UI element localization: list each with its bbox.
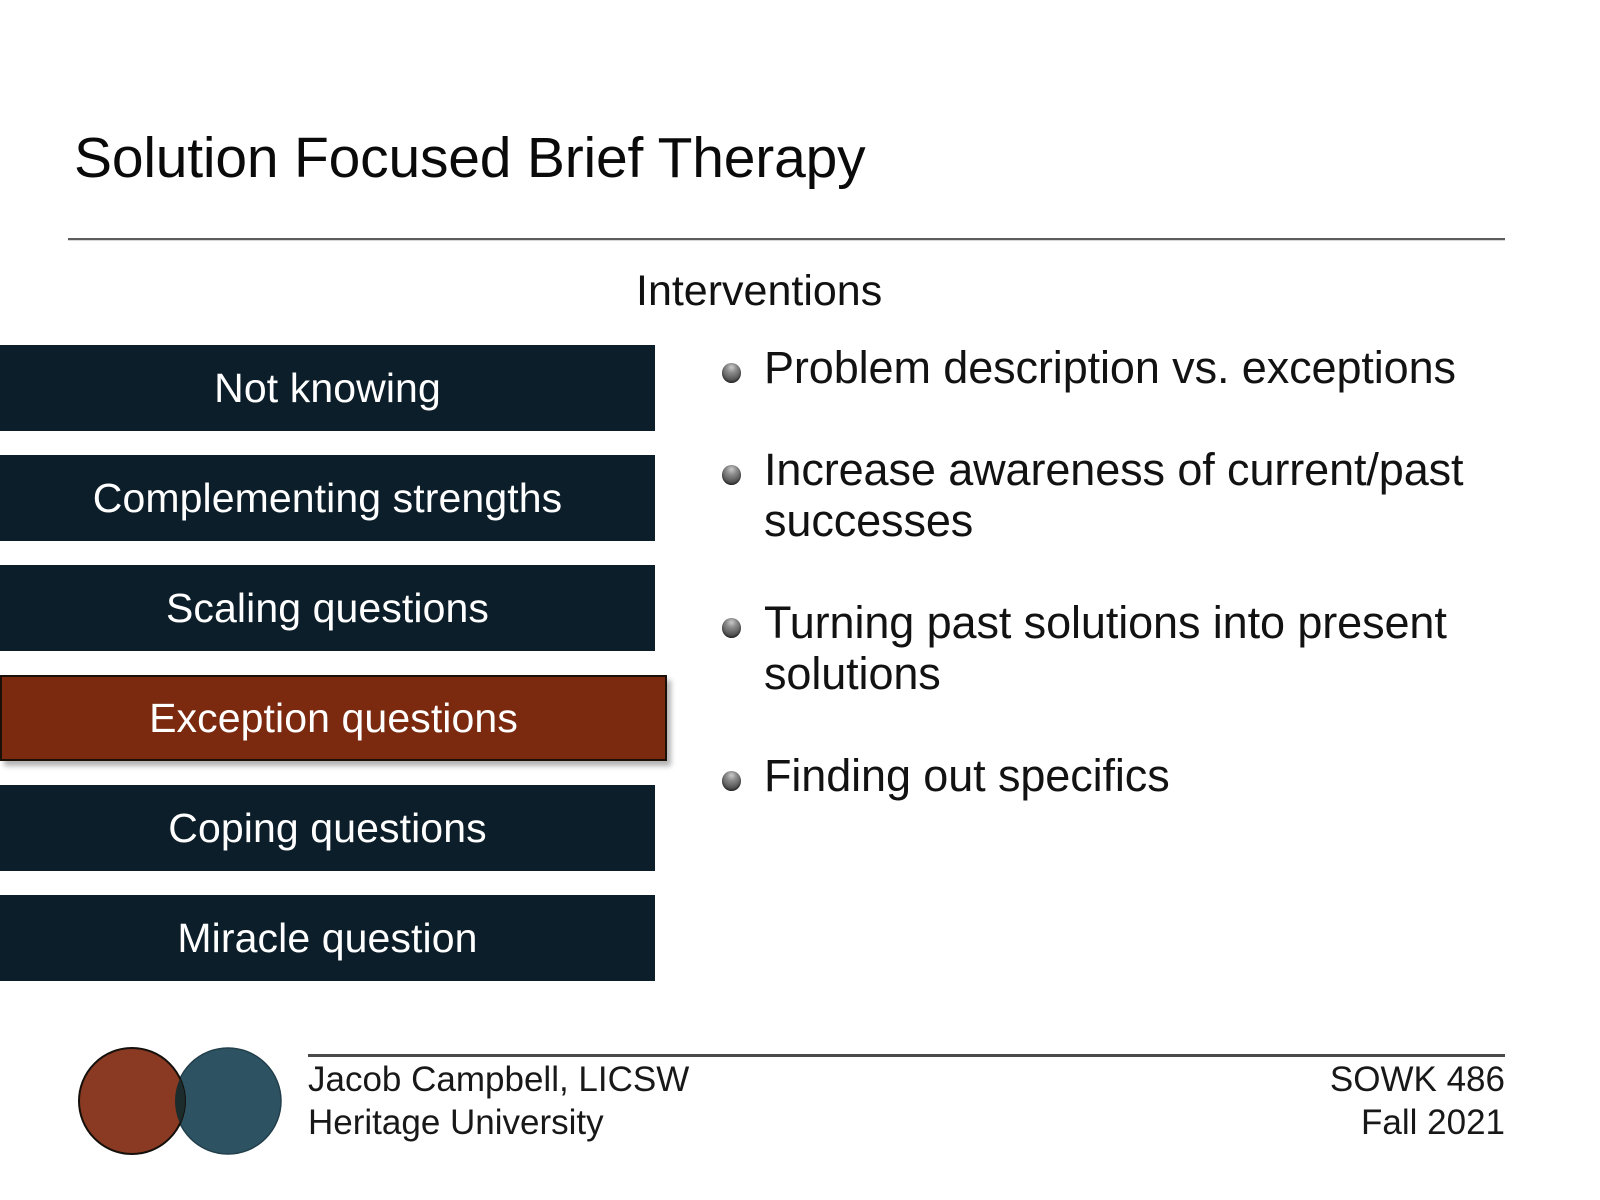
sphere-bullet-icon [722,465,741,486]
technique-label: Scaling questions [165,584,490,631]
title-divider [68,238,1505,240]
technique-box-miracle-question[interactable]: Miracle question [0,895,655,981]
list-item: Problem description vs. exceptions [722,342,1532,393]
technique-box-scaling-questions[interactable]: Scaling questions [0,565,655,651]
technique-box-coping-questions[interactable]: Coping questions [0,785,655,871]
technique-label: Not knowing [214,364,441,411]
interventions-bullet-list: Problem description vs. exceptions Incre… [722,342,1532,853]
technique-label: Miracle question [177,914,478,961]
sphere-bullet-icon [722,363,741,383]
technique-box-not-knowing[interactable]: Not knowing [0,345,655,431]
sphere-bullet-icon [722,618,741,639]
technique-label: Exception questions [149,694,518,741]
course-term: Fall 2021 [1361,1103,1505,1143]
course-code: SOWK 486 [1329,1060,1505,1099]
footer-course-block: SOWK 486 Fall 2021 [1330,1058,1505,1145]
list-item: Turning past solutions into present solu… [722,598,1532,699]
techniques-list: Not knowing Complementing strengths Scal… [0,345,672,1005]
presenter-name: Jacob Campbell, LICSW [308,1060,690,1099]
technique-label: Coping questions [168,804,487,851]
footer-divider [308,1054,1505,1057]
technique-box-complementing-strengths[interactable]: Complementing strengths [0,455,655,541]
technique-label: Complementing strengths [92,474,563,521]
page-title: Solution Focused Brief Therapy [74,126,866,190]
list-item: Increase awareness of current/past succe… [722,445,1532,546]
list-item: Finding out specifics [722,749,1532,801]
list-item-text: Turning past solutions into present solu… [764,597,1447,699]
section-heading-interventions: Interventions [636,267,883,315]
heritage-overlapping-circles-logo [72,1042,288,1160]
sphere-bullet-icon [722,770,741,791]
list-item-text: Increase awareness of current/past succe… [764,444,1464,546]
institution-name: Heritage University [308,1103,604,1143]
footer-presenter-block: Jacob Campbell, LICSW Heritage Universit… [308,1058,689,1145]
list-item-text: Finding out specifics [764,749,1170,801]
list-item-text: Problem description vs. exceptions [764,342,1456,393]
technique-box-exception-questions[interactable]: Exception questions [0,675,667,761]
